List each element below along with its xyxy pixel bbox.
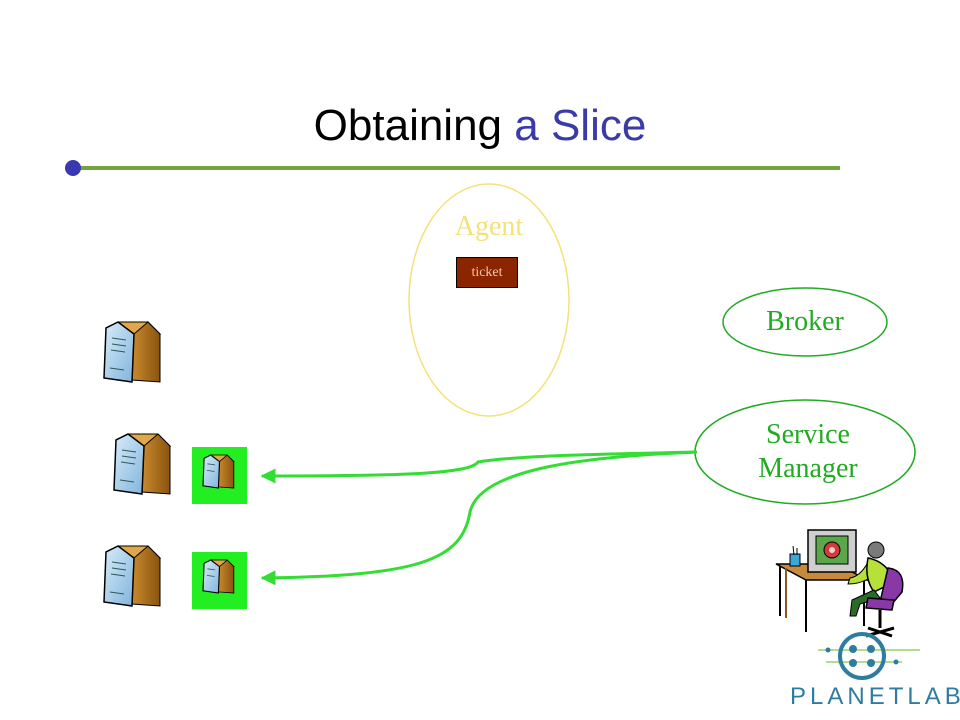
server-icon (103, 545, 162, 607)
user-at-computer-icon (775, 529, 904, 638)
slide-title: Obtaining a Slice (0, 96, 960, 156)
broker-ellipse (722, 287, 888, 357)
arrow-to-sliver-1 (260, 450, 698, 484)
planetlab-logo-icon (818, 632, 920, 680)
service-manager-label: Service Manager (735, 418, 881, 486)
service-manager-label-line1: Service (766, 419, 850, 450)
broker-label: Broker (766, 306, 844, 337)
title-rule (65, 160, 840, 176)
slide-title-part2: a Slice (502, 101, 647, 150)
planetlab-logo-text: PLANETLAB (790, 683, 960, 710)
sliver-icon (192, 447, 247, 504)
server-icon (113, 433, 172, 495)
agent-label: Agent (454, 211, 524, 242)
agent-ellipse (408, 183, 570, 417)
arrow-to-sliver-2 (260, 450, 698, 586)
slide-title-part1: Obtaining (313, 101, 503, 150)
server-icon (103, 320, 162, 383)
rule-bullet-icon (65, 160, 81, 176)
ticket-box: ticket (456, 257, 518, 288)
service-manager-label-line2: Manager (758, 453, 858, 484)
sliver-icon (192, 552, 247, 609)
